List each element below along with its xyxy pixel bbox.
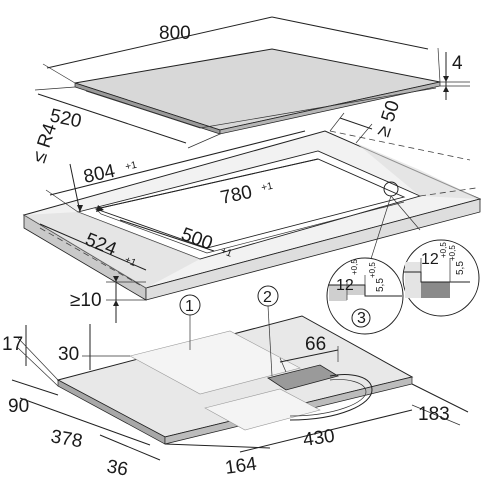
dim-430: 430 xyxy=(239,409,413,453)
dim-10: ≥10 xyxy=(70,276,146,323)
detail-right-depth-tol: +0,5 xyxy=(448,245,457,261)
callout-1-label: 1 xyxy=(185,298,194,315)
dim-90: 90 xyxy=(8,379,59,417)
label-164: 164 xyxy=(224,454,259,479)
callout-2: 2 xyxy=(257,285,279,377)
detail-flush-rebate-tol: +0,5 xyxy=(350,259,359,275)
dim-520: 520 xyxy=(34,86,221,149)
hob-underside xyxy=(56,315,414,445)
label-30: 30 xyxy=(58,344,79,365)
label-10: ≥10 xyxy=(70,290,102,311)
dim-66: 66 xyxy=(279,334,339,373)
detail-flush-depth: 5,5 xyxy=(375,278,386,292)
detail-flush-rebate: 12 xyxy=(336,277,354,294)
callout-2-label: 2 xyxy=(263,289,272,306)
dim-183: 183 xyxy=(411,383,469,426)
label-r4: ≤ R4 xyxy=(29,121,61,166)
label-804-tol: +1 xyxy=(124,160,138,173)
dim-17: 17 xyxy=(2,325,59,387)
dim-164: 164 xyxy=(164,443,271,479)
label-804: 804 xyxy=(82,161,118,188)
label-780-tol: +1 xyxy=(260,181,274,194)
dim-36: 36 xyxy=(99,434,161,480)
dim-780: 780 +1 xyxy=(95,158,319,212)
detail-circle-flush: 12 +0,5 5,5 +0,5 3 xyxy=(326,257,404,335)
label-378: 378 xyxy=(49,426,84,452)
detail-right-rebate: 12 xyxy=(421,251,439,268)
label-430: 430 xyxy=(302,426,336,451)
worktop xyxy=(22,130,481,301)
detail-circle-right: 12 +0,5 5,5 +0,5 xyxy=(402,239,480,317)
dim-r4: ≤ R4 xyxy=(29,121,83,213)
dim-4: 4 xyxy=(440,52,470,100)
dim-30: 30 xyxy=(58,324,130,370)
label-90: 90 xyxy=(8,396,29,417)
label-66: 66 xyxy=(305,334,326,355)
label-183: 183 xyxy=(418,404,450,425)
label-800: 800 xyxy=(159,23,191,44)
detail-right-depth: 5,5 xyxy=(455,261,466,275)
label-4: 4 xyxy=(452,53,463,74)
callout-3: 3 xyxy=(357,310,366,327)
label-524-tol: +1 xyxy=(123,255,138,270)
hob-plate xyxy=(74,48,441,135)
label-36: 36 xyxy=(105,456,129,480)
detail-flush-depth-tol: +0,5 xyxy=(368,262,377,278)
callout-1: 1 xyxy=(179,294,201,350)
detail-right-rebate-tol: +0,5 xyxy=(439,242,448,258)
label-17: 17 xyxy=(2,334,23,355)
label-50: ≥ 50 xyxy=(373,98,404,140)
label-500-tol: +1 xyxy=(219,245,234,259)
dim-800: 800 xyxy=(42,16,441,84)
